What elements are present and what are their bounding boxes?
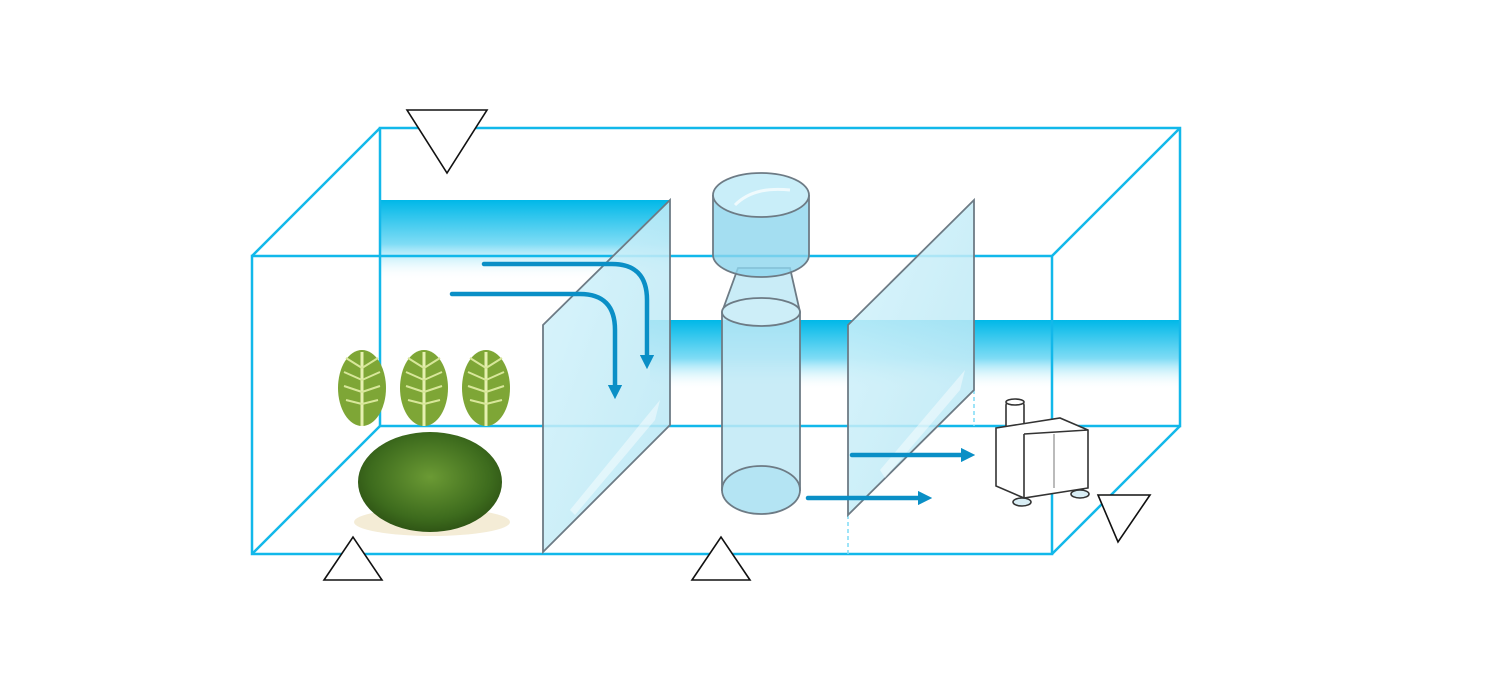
macroalgae-plants	[338, 350, 510, 426]
flow-arrows	[449, 261, 976, 506]
macroalgae-plant	[400, 350, 448, 426]
tank-outline	[250, 126, 1182, 556]
baffle-glass-2	[847, 197, 975, 518]
flow-arrow-overflow-inner	[449, 291, 623, 400]
macroalgae-plant	[338, 350, 386, 426]
skimmer-floor-marker	[690, 535, 752, 581]
live-rock-moss	[354, 432, 510, 536]
protein-skimmer	[712, 172, 810, 515]
macroalgae-plant	[462, 350, 510, 426]
refugium-floor-marker	[322, 535, 384, 581]
baffle-glass-1	[542, 197, 671, 555]
inlet-marker	[405, 109, 489, 175]
return-pump	[995, 398, 1090, 507]
return-marker	[1096, 494, 1152, 544]
flow-arrow-overflow-outer	[481, 261, 655, 370]
